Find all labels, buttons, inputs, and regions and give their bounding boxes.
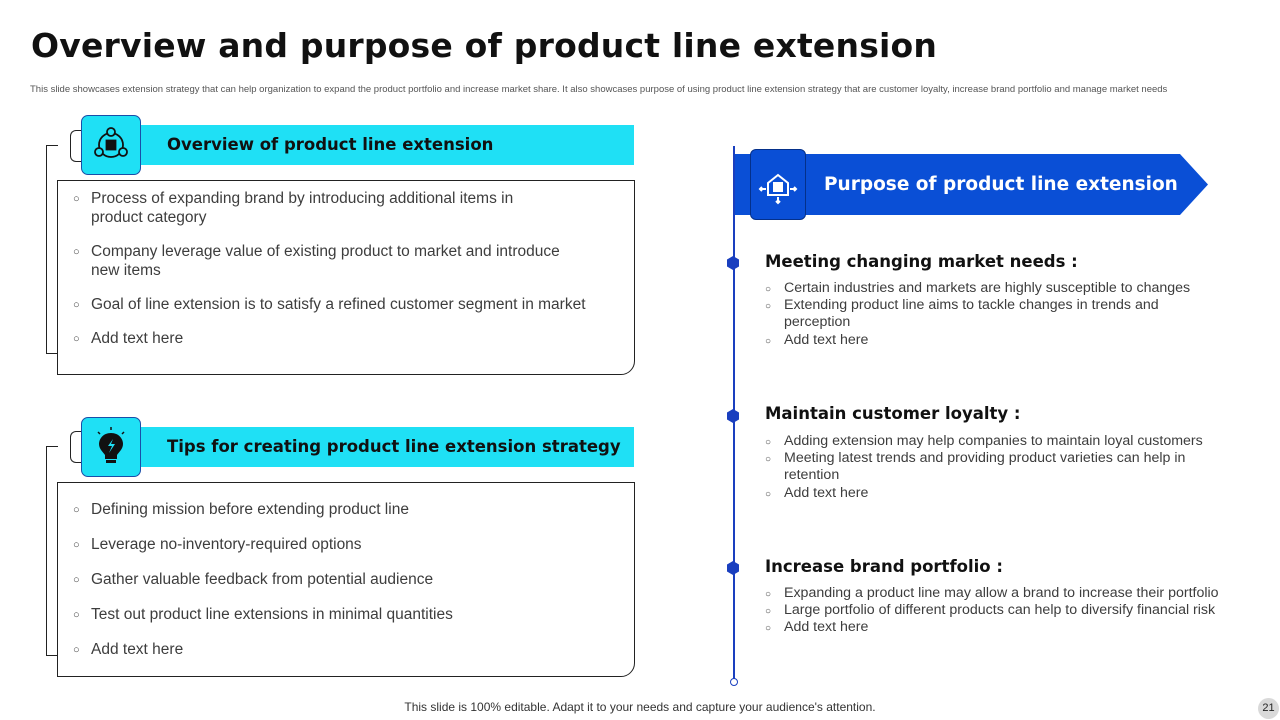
product-box-icon	[750, 149, 806, 220]
purpose-heading: Purpose of product line extension	[824, 174, 1178, 195]
section-list: Certain industries and markets are highl…	[765, 280, 1254, 350]
overview-bracket	[46, 145, 58, 354]
tips-card: Defining mission before extending produc…	[57, 482, 635, 677]
list-item: Gather valuable feedback from potential …	[73, 570, 621, 590]
tips-bracket	[46, 446, 58, 656]
list-item: Leverage no-inventory-required options	[73, 535, 621, 555]
timeline-marker	[727, 256, 739, 270]
list-item: Test out product line extensions in mini…	[73, 605, 621, 625]
timeline-marker	[727, 561, 739, 575]
lightbulb-icon	[81, 417, 141, 477]
list-item: Company leverage value of existing produ…	[73, 242, 591, 280]
overview-card: Process of expanding brand by introducin…	[57, 180, 635, 375]
list-item: Add text here	[765, 619, 1254, 637]
tips-connector	[70, 431, 83, 463]
team-network-icon	[81, 115, 141, 175]
slide-title: Overview and purpose of product line ext…	[31, 26, 938, 65]
section-heading: Meeting changing market needs :	[765, 252, 1078, 271]
tips-heading: Tips for creating product line extension…	[167, 437, 621, 456]
section-list: Adding extension may help companies to m…	[765, 433, 1254, 503]
list-item: Goal of line extension is to satisfy a r…	[73, 295, 621, 315]
overview-heading: Overview of product line extension	[167, 135, 494, 154]
list-item: Large portfolio of different products ca…	[765, 602, 1254, 620]
slide-footer: This slide is 100% editable. Adapt it to…	[404, 700, 876, 714]
page-number: 21	[1258, 698, 1279, 719]
list-item: Adding extension may help companies to m…	[765, 433, 1254, 451]
slide-subtitle: This slide showcases extension strategy …	[30, 84, 1168, 95]
timeline-marker	[727, 409, 739, 423]
section-heading: Maintain customer loyalty :	[765, 404, 1021, 423]
overview-header: Overview of product line extension	[81, 125, 634, 165]
timeline-end	[730, 678, 738, 686]
list-item: Add text here	[765, 332, 1254, 350]
list-item: Process of expanding brand by introducin…	[73, 189, 551, 227]
list-item: Meeting latest trends and providing prod…	[765, 450, 1194, 484]
list-item: Defining mission before extending produc…	[73, 500, 621, 520]
list-item: Extending product line aims to tackle ch…	[765, 297, 1164, 331]
section-heading: Increase brand portfolio :	[765, 557, 1003, 576]
list-item: Add text here	[73, 329, 591, 349]
tips-header: Tips for creating product line extension…	[81, 427, 634, 467]
list-item: Add text here	[765, 485, 1254, 503]
section-list: Expanding a product line may allow a bra…	[765, 585, 1254, 638]
purpose-banner: Purpose of product line extension	[735, 154, 1208, 215]
list-item: Add text here	[73, 640, 621, 660]
list-item: Certain industries and markets are highl…	[765, 280, 1254, 298]
list-item: Expanding a product line may allow a bra…	[765, 585, 1254, 603]
overview-connector	[70, 130, 83, 162]
